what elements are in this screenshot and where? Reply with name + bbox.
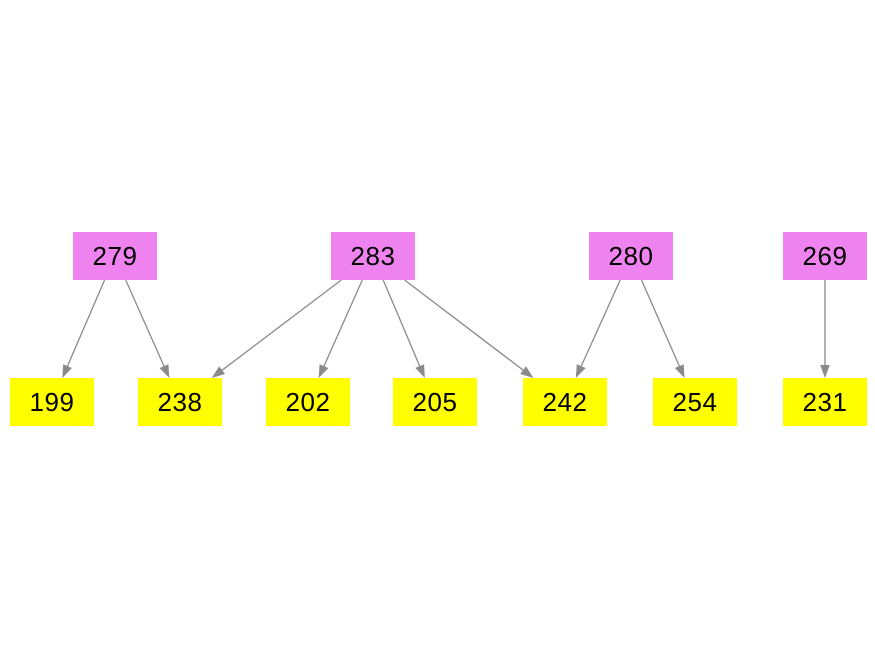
edge-280-242 — [580, 279, 621, 368]
node-label: 231 — [802, 387, 848, 417]
arrowhead-icon — [415, 364, 425, 378]
node-label: 205 — [412, 387, 458, 417]
arrowhead-icon — [520, 366, 534, 378]
arrowhead-icon — [674, 364, 685, 378]
graph-node-231: 231 — [783, 378, 867, 426]
graph-node-242: 242 — [523, 378, 607, 426]
node-label: 280 — [608, 241, 654, 271]
edge-279-238 — [125, 279, 165, 368]
node-label: 269 — [802, 241, 848, 271]
graph-node-205: 205 — [393, 378, 477, 426]
edge-280-254 — [640, 279, 681, 368]
graph-node-238: 238 — [138, 378, 222, 426]
node-label: 199 — [29, 387, 75, 417]
edge-283-205 — [382, 279, 421, 368]
graph-node-199: 199 — [10, 378, 94, 426]
node-label: 283 — [350, 241, 396, 271]
edge-283-238 — [220, 279, 342, 372]
edge-283-202 — [323, 279, 363, 368]
arrowhead-icon — [575, 364, 586, 378]
graph-node-269: 269 — [783, 232, 867, 280]
node-label: 254 — [672, 387, 718, 417]
node-label: 279 — [92, 241, 138, 271]
graph-node-283: 283 — [331, 232, 415, 280]
node-label: 238 — [157, 387, 203, 417]
graph-node-202: 202 — [266, 378, 350, 426]
arrowhead-icon — [62, 364, 72, 378]
arrowhead-icon — [159, 364, 170, 378]
graph-node-254: 254 — [653, 378, 737, 426]
node-label: 242 — [542, 387, 588, 417]
edge-283-242 — [404, 279, 525, 372]
graph-node-280: 280 — [589, 232, 673, 280]
edge-279-199 — [66, 279, 106, 368]
graph-node-279: 279 — [73, 232, 157, 280]
arrowhead-icon — [211, 366, 225, 378]
node-label: 202 — [285, 387, 331, 417]
arrowhead-icon — [318, 364, 329, 378]
arrowhead-icon — [820, 365, 830, 378]
